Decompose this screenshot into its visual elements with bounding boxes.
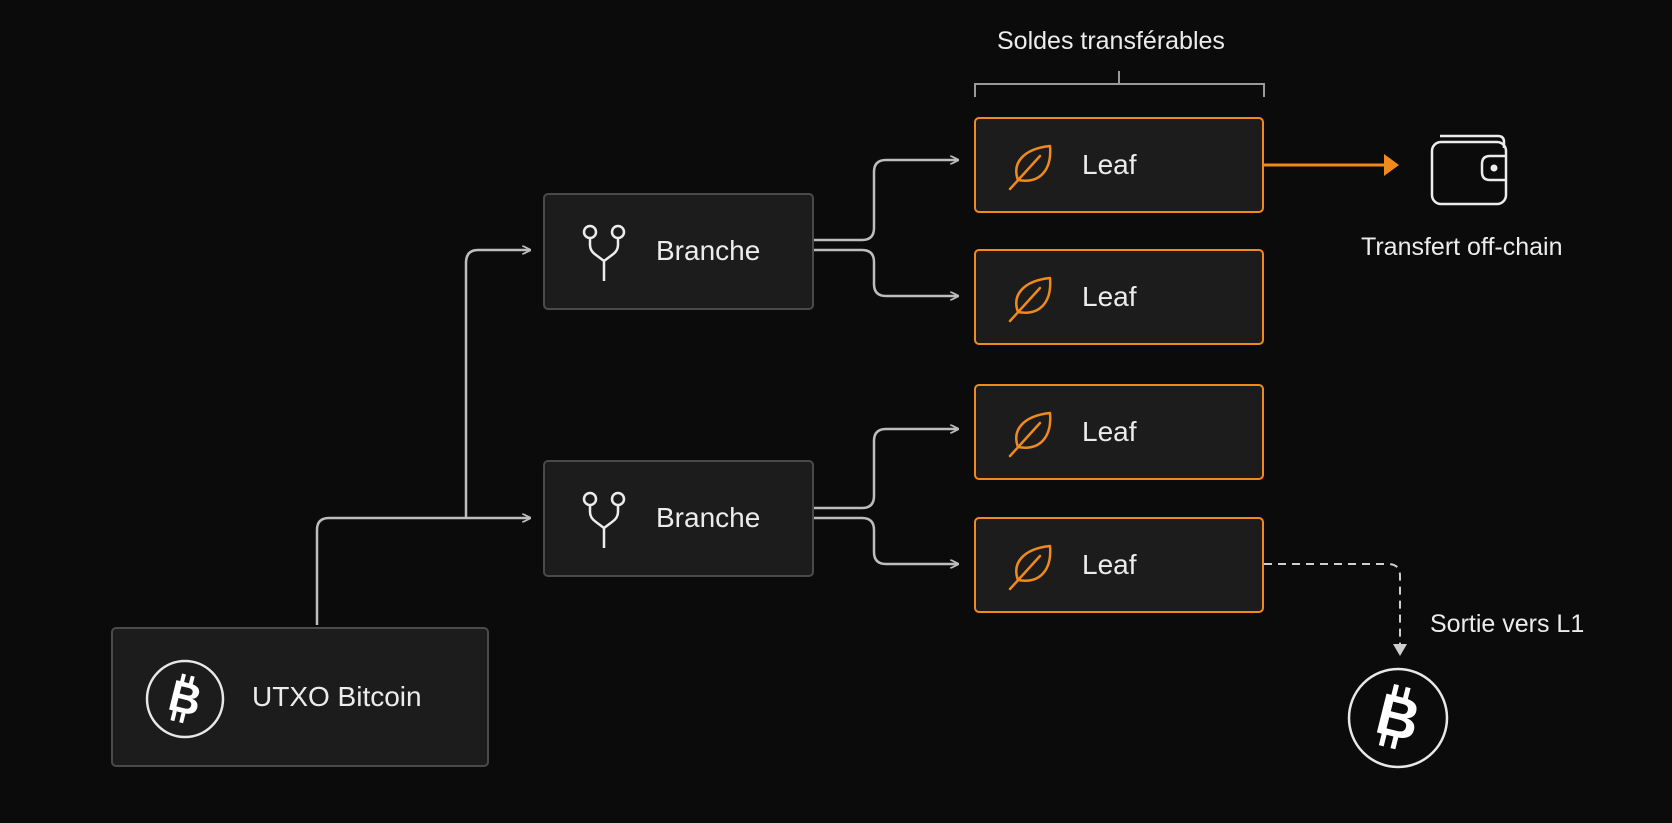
fork-icon bbox=[582, 491, 626, 548]
branch-node-2: Branche bbox=[543, 460, 814, 577]
connector-root-to-branch-1 bbox=[464, 250, 530, 518]
connector-branch-2-to-leaf-3 bbox=[814, 429, 958, 510]
utxo-bitcoin-label: UTXO Bitcoin bbox=[252, 681, 422, 712]
leaf-icon bbox=[1008, 411, 1052, 458]
offchain-label: Transfert off-chain bbox=[1361, 233, 1563, 261]
branch-node-1: Branche bbox=[543, 193, 814, 310]
exit-arrowhead bbox=[1393, 644, 1407, 656]
leaf-node-3: Leaf bbox=[974, 384, 1264, 480]
leaves-bracket bbox=[974, 71, 1265, 97]
leaf-label-2: Leaf bbox=[1082, 281, 1137, 312]
utxo-bitcoin-node: B UTXO Bitcoin bbox=[111, 627, 489, 767]
leaf-label-1: Leaf bbox=[1082, 149, 1137, 180]
bitcoin-icon: B bbox=[1347, 667, 1449, 769]
bitcoin-icon: B bbox=[145, 659, 225, 739]
leaf-node-4: Leaf bbox=[974, 517, 1264, 613]
svg-text:B: B bbox=[164, 671, 207, 726]
exit-dashed-arrow bbox=[1264, 563, 1401, 650]
leaf-icon bbox=[1008, 276, 1052, 323]
leaf-icon bbox=[1008, 144, 1052, 191]
connector-branch-2-to-leaf-4 bbox=[814, 516, 958, 564]
leaf-icon bbox=[1008, 544, 1052, 591]
fork-icon bbox=[582, 224, 626, 281]
branch-label-2: Branche bbox=[656, 502, 761, 533]
connector-branch-1-to-leaf-1 bbox=[814, 160, 958, 242]
branch-label-1: Branche bbox=[656, 235, 761, 266]
exit-label: Sortie vers L1 bbox=[1430, 610, 1585, 638]
leaf-node-1: Leaf bbox=[974, 117, 1264, 213]
leaf-label-4: Leaf bbox=[1082, 549, 1137, 580]
wallet-icon bbox=[1430, 134, 1508, 206]
leaf-node-2: Leaf bbox=[974, 249, 1264, 345]
leaf-label-3: Leaf bbox=[1082, 416, 1137, 447]
bracket-label: Soldes transférables bbox=[997, 27, 1225, 55]
connector-branch-1-to-leaf-2 bbox=[814, 248, 958, 296]
offchain-arrowhead bbox=[1384, 154, 1399, 176]
connector-root-trunk bbox=[315, 518, 530, 625]
